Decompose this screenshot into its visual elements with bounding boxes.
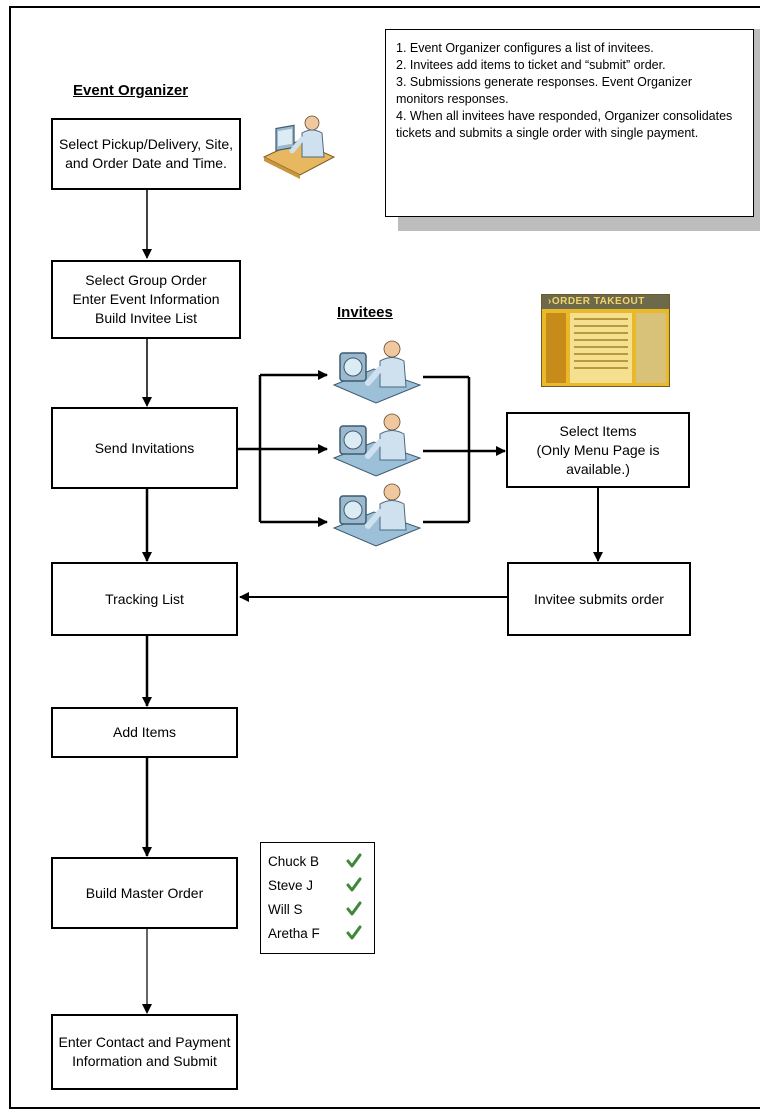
checklist-row: Will S	[268, 897, 374, 921]
checklist-name: Will S	[268, 901, 303, 917]
note-step-4: 4. When all invitees have responded, Org…	[396, 109, 733, 140]
checklist-name: Aretha F	[268, 925, 320, 941]
screenshot-menu-list	[570, 313, 632, 383]
checklist-row: Steve J	[268, 873, 374, 897]
order-takeout-banner: ›ORDER TAKEOUT	[542, 295, 669, 309]
checklist-row: Aretha F	[268, 921, 374, 945]
screenshot-order-panel	[636, 313, 666, 383]
screenshot-sidebar	[546, 313, 566, 383]
invitees-heading: Invitees	[337, 304, 393, 321]
checkmark-icon	[346, 901, 362, 916]
invitee-submits-box: Invitee submits order	[507, 562, 691, 636]
order-takeout-screenshot-icon: ›ORDER TAKEOUT	[541, 294, 670, 387]
select-items-box: Select Items (Only Menu Page is availabl…	[506, 412, 690, 488]
checkmark-icon	[346, 853, 362, 868]
invitee-1-computer-user-icon	[332, 340, 422, 404]
add-items-box: Add Items	[51, 707, 238, 758]
invitee-3-computer-user-icon	[332, 483, 422, 547]
checklist-name: Steve J	[268, 877, 314, 893]
checkmark-icon	[346, 925, 362, 940]
enter-contact-box: Enter Contact and Payment Information an…	[51, 1014, 238, 1090]
build-master-order-box: Build Master Order	[51, 857, 238, 929]
organizer-computer-user-icon	[262, 115, 336, 179]
response-checklist: Chuck B Steve J Will S Aretha F	[260, 842, 375, 954]
note-step-2: 2. Invitees add items to ticket and “sub…	[396, 58, 666, 72]
note-step-1: 1. Event Organizer configures a list of …	[396, 41, 654, 55]
checkmark-icon	[346, 877, 362, 892]
group-order-box: Select Group Order Enter Event Informati…	[51, 260, 241, 339]
invitee-2-computer-user-icon	[332, 413, 422, 477]
checklist-name: Chuck B	[268, 853, 320, 869]
checklist-row: Chuck B	[268, 849, 374, 873]
select-pickup-box: Select Pickup/Delivery, Site, and Order …	[51, 118, 241, 190]
send-invitations-box: Send Invitations	[51, 407, 238, 489]
tracking-list-box: Tracking List	[51, 562, 238, 636]
note-step-3: 3. Submissions generate responses. Event…	[396, 75, 692, 106]
event-organizer-heading: Event Organizer	[73, 82, 189, 99]
process-notes-box: 1. Event Organizer configures a list of …	[385, 29, 754, 217]
